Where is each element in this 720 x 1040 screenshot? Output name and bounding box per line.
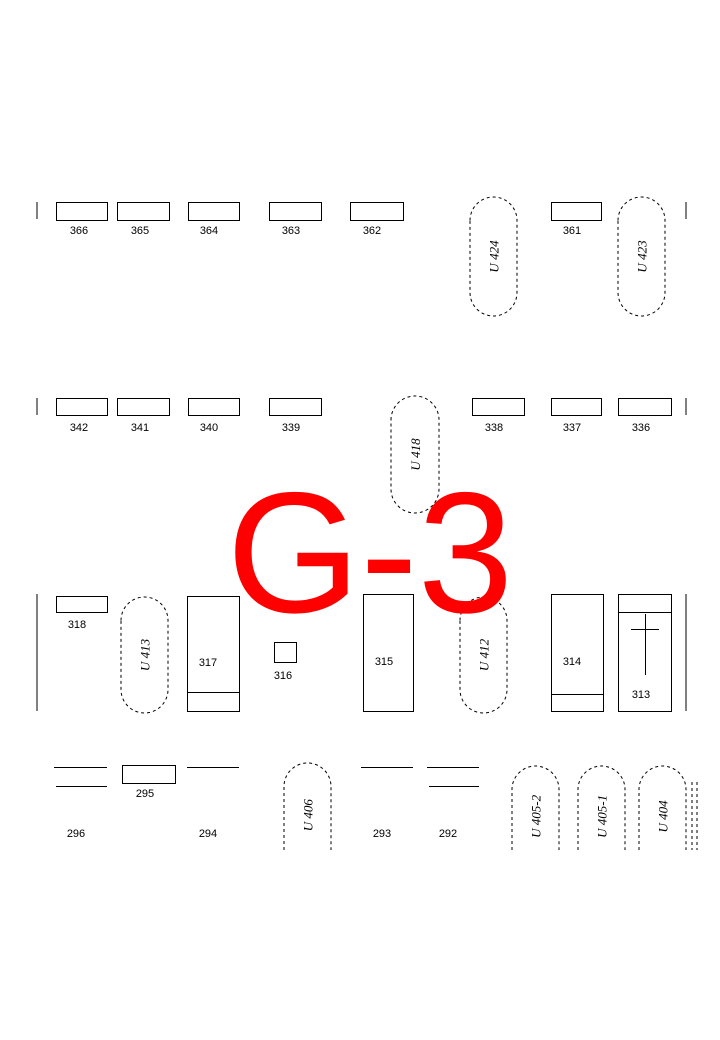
urn-outline[interactable]: [120, 596, 169, 714]
plot-outline[interactable]: [188, 398, 240, 416]
urn-plot-u-406[interactable]: U 406: [283, 762, 332, 850]
urn-plot-u-412[interactable]: U 412: [459, 596, 508, 714]
urn-plot-label: U 423: [635, 240, 650, 273]
urn-plot-label: U 424: [487, 240, 502, 273]
urn-plot-label: U 418: [408, 438, 423, 471]
plot-label: 293: [373, 828, 391, 840]
urn-plot-u-405-2[interactable]: U 405-2: [511, 765, 560, 850]
plot-364[interactable]: 364: [188, 202, 240, 238]
plot-outline[interactable]: [551, 398, 602, 416]
plot-outline[interactable]: [188, 202, 240, 221]
plot-outline[interactable]: [56, 596, 108, 613]
urn-plot-label: U 412: [477, 638, 492, 671]
plot-341[interactable]: 341: [117, 398, 170, 435]
plot-label: 294: [199, 828, 217, 840]
plot-361[interactable]: 361: [551, 202, 602, 238]
plot-362[interactable]: 362: [350, 202, 404, 238]
urn-outline[interactable]: [469, 196, 518, 317]
plot-338[interactable]: 338: [472, 398, 525, 435]
plot-label: 364: [200, 225, 218, 237]
plot-label: 313: [632, 689, 650, 701]
plot-label: 366: [70, 225, 88, 237]
plot-label: 296: [67, 828, 85, 840]
plots: 366 365 364 363 362 361 342 341 340 339 338 337 336 3…: [54, 202, 672, 841]
plot-label: 339: [282, 422, 300, 434]
plot-outline[interactable]: [363, 594, 414, 712]
urn-plot-u-405-1[interactable]: U 405-1: [577, 765, 626, 850]
plot-label: 314: [563, 656, 581, 668]
urn-plot-u-423[interactable]: U 423: [617, 196, 666, 317]
plot-336[interactable]: 336: [618, 398, 672, 435]
plot-label: 342: [70, 422, 88, 434]
plot-outline[interactable]: [274, 642, 297, 663]
plot-314[interactable]: 314: [551, 594, 604, 712]
plot-outline[interactable]: [551, 202, 602, 221]
plot-outline[interactable]: [350, 202, 404, 221]
plot-outline[interactable]: [117, 202, 170, 221]
cross-icon: [631, 614, 659, 675]
urn-plot-label: U 404: [656, 800, 671, 833]
plot-366[interactable]: 366: [56, 202, 108, 238]
row-boundaries: [36, 202, 687, 711]
plot-label: 361: [563, 225, 581, 237]
urn-plot-u-418[interactable]: U 418: [390, 395, 440, 514]
plot-292[interactable]: 292: [427, 767, 479, 841]
plot-label: 292: [439, 828, 457, 840]
plot-label: 340: [200, 422, 218, 434]
plot-340[interactable]: 340: [188, 398, 240, 435]
urn-outline[interactable]: [511, 765, 560, 850]
plot-outline[interactable]: [472, 398, 525, 416]
plot-293[interactable]: 293: [361, 767, 413, 841]
urn-outline[interactable]: [577, 765, 626, 850]
urn-outline[interactable]: [638, 765, 687, 850]
plot-318[interactable]: 318: [56, 596, 108, 632]
plot-outline[interactable]: [117, 398, 170, 416]
urn-plot-label: U 405-2: [529, 794, 544, 837]
section-title: G-3: [227, 457, 514, 649]
plot-365[interactable]: 365: [117, 202, 170, 238]
plot-label: 295: [136, 788, 154, 800]
plot-label: 316: [274, 670, 292, 682]
plot-label: 341: [131, 422, 149, 434]
plot-363[interactable]: 363: [269, 202, 322, 238]
plot-label: 336: [632, 422, 650, 434]
plot-313[interactable]: 313: [618, 594, 672, 712]
plot-337[interactable]: 337: [551, 398, 602, 435]
plot-outline[interactable]: [618, 398, 672, 416]
plot-339[interactable]: 339: [269, 398, 322, 435]
plot-label: 338: [485, 422, 503, 434]
plot-label: 337: [563, 422, 581, 434]
plot-outline[interactable]: [269, 398, 322, 416]
plot-295[interactable]: 295: [122, 765, 176, 801]
plot-outline[interactable]: [56, 398, 108, 416]
plot-342[interactable]: 342: [56, 398, 108, 435]
urn-plot-label: U 413: [138, 638, 153, 671]
plot-label: 315: [375, 656, 393, 668]
urn-outline[interactable]: [617, 196, 666, 317]
plot-label: 363: [282, 225, 300, 237]
plot-315[interactable]: 315: [363, 594, 414, 712]
plot-label: 362: [363, 225, 381, 237]
urn-outline[interactable]: [459, 596, 508, 714]
urn-plot-label: U 405-1: [595, 795, 610, 838]
plot-outline[interactable]: [122, 765, 176, 784]
urn-plot-u-424[interactable]: U 424: [469, 196, 518, 317]
plot-label: 365: [131, 225, 149, 237]
plot-outline[interactable]: [269, 202, 322, 221]
urn-plot-u-413[interactable]: U 413: [120, 596, 169, 714]
plot-label: 317: [199, 657, 217, 669]
plot-label: 318: [68, 619, 86, 631]
plot-outline[interactable]: [551, 594, 604, 712]
plot-294[interactable]: 294: [187, 767, 239, 841]
urn-plot-u-404[interactable]: U 404: [638, 765, 687, 850]
urn-plot-label: U 406: [301, 799, 316, 832]
urn-outline[interactable]: [390, 395, 440, 514]
plot-296[interactable]: 296: [54, 767, 107, 841]
plot-316[interactable]: 316: [274, 642, 297, 683]
plot-outline[interactable]: [56, 202, 108, 221]
plot-317[interactable]: 317: [187, 596, 240, 712]
urn-plots: U 424 U 423 U 418 U 413 U 412 U 406 U 405-2 U 4…: [120, 196, 698, 850]
